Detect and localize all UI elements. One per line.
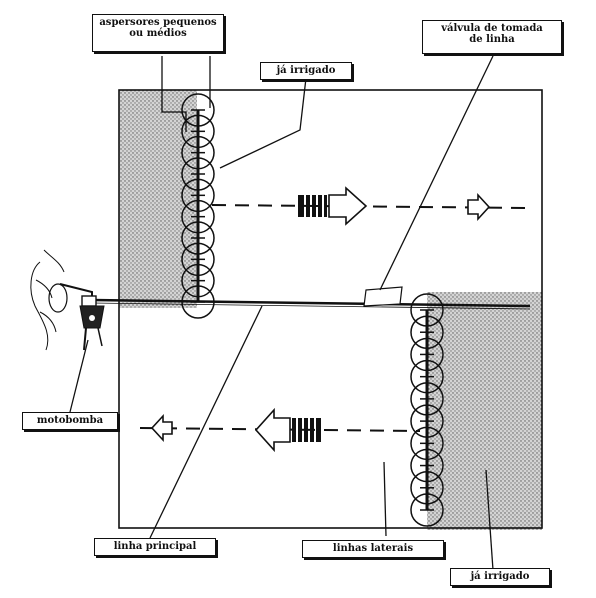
irrigated-bottom-text: já irrigado [470, 571, 530, 582]
small-arrow-right-icon [467, 192, 491, 222]
pump-icon [30, 249, 105, 351]
lateral-top-sprinkler-circle [181, 242, 215, 277]
main-line [91, 298, 531, 308]
lateral-top-sprinkler-circle [181, 178, 215, 213]
lateral-bottom-sprinkler-circle [410, 293, 444, 327]
small-arrow-left-icon [150, 413, 173, 443]
sprinklers-label-line-2: ou médios [129, 28, 187, 39]
field-outline [118, 89, 543, 529]
irrigated-area-bottom [427, 292, 542, 530]
lateral-top-sprinkler-circle [181, 135, 215, 170]
lateral-line-bottom [410, 293, 444, 527]
lateral-top-sprinkler-circle [181, 263, 215, 298]
leader-lines [69, 55, 494, 571]
lateral-bottom-sprinkler-circle [410, 404, 444, 438]
lateral-bottom-sprinkler-circle [410, 471, 444, 505]
lateral-bottom-sprinkler-circle [410, 493, 444, 527]
wide-arrow-right-icon [298, 186, 368, 226]
valve-label-line-1: válvula de tomada [441, 23, 543, 34]
lateral-top-sprinkler-circle [181, 157, 215, 191]
lateral-lines-label-text: linhas laterais [332, 543, 414, 554]
lateral-line-top [181, 93, 215, 319]
pump-label: motobomba [22, 412, 118, 430]
pump-label-text: motobomba [36, 415, 104, 426]
lateral-top-sprinkler-circle [181, 285, 215, 319]
lateral-lines-label: linhas laterais [302, 540, 444, 558]
lateral-top-sprinkler-circle [181, 93, 215, 127]
lateral-bottom-sprinkler-circle [410, 448, 444, 483]
lateral-bottom-sprinkler-circle [410, 382, 444, 416]
main-line-label-text: linha principal [113, 541, 197, 552]
valve-icon [363, 286, 403, 307]
sprinklers-label: aspersores pequenos ou médios [92, 14, 224, 52]
irrigated-top-text: já irrigado [276, 65, 336, 76]
wide-arrow-left-icon [254, 407, 321, 453]
lateral-bottom-sprinkler-circle [410, 426, 444, 461]
lateral-top-sprinkler-circle [181, 199, 215, 234]
lateral-bottom-sprinkler-circle [410, 337, 444, 372]
main-line-edge [91, 302, 531, 310]
main-line-label: linha principal [94, 538, 216, 556]
valve-label-line-2: de linha [469, 34, 515, 45]
lateral-bottom-sprinkler-circle [410, 315, 444, 349]
lateral-top-sprinkler-circle [181, 221, 215, 255]
irrigated-top-label: já irrigado [260, 62, 352, 80]
sprinklers-label-line-1: aspersores pequenos [99, 17, 217, 28]
valve-label: válvula de tomada de linha [422, 20, 562, 54]
irrigated-bottom-label: já irrigado [450, 568, 550, 586]
lateral-bottom-sprinkler-circle [410, 359, 444, 394]
lateral-top-sprinkler-circle [181, 114, 215, 149]
